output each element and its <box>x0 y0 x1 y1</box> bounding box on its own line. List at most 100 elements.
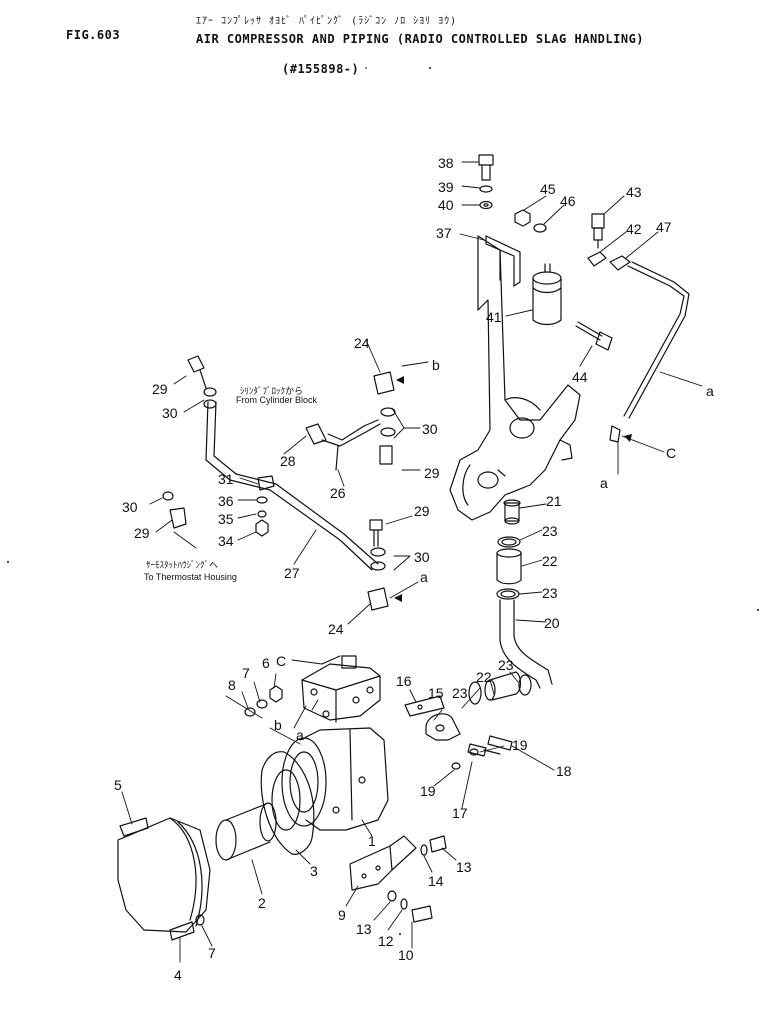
washer-30-right <box>370 547 386 557</box>
callout-17: 17 <box>452 805 468 821</box>
callout-30-d: 30 <box>414 549 430 565</box>
washer-37 <box>479 185 493 193</box>
elbow-24-upper <box>373 371 395 395</box>
callout-40: 42 <box>626 221 642 237</box>
callout-8: 8 <box>228 677 236 693</box>
elbow-24-lower <box>367 587 389 611</box>
callout-44: 46 <box>560 193 576 209</box>
callout-12: 13 <box>356 921 372 937</box>
fitting-28 <box>169 507 187 529</box>
clamp-23-lower <box>496 588 520 600</box>
callout-a-lower: a <box>296 727 304 743</box>
callout-19-a: 19 <box>512 737 528 753</box>
callout-7-a: 7 <box>242 665 250 681</box>
serial-range: (#155898-) <box>282 62 360 76</box>
callout-9: 9 <box>338 907 346 923</box>
callout-7-b: 7 <box>208 945 216 961</box>
callout-35: 37 <box>436 225 452 241</box>
pipe-20 <box>499 599 541 689</box>
nut-32 <box>255 519 269 537</box>
callout-39: 41 <box>486 309 502 325</box>
callout-33: 35 <box>218 511 234 527</box>
nut-43 <box>514 209 531 227</box>
callout-21: 21 <box>546 493 562 509</box>
washer-44 <box>533 223 547 233</box>
callout-30-c: 30 <box>422 421 438 437</box>
callout-41: 43 <box>626 184 642 200</box>
bolt-13 <box>429 835 447 853</box>
bracket-15 <box>425 713 461 741</box>
from-block-note-jp: ｼﾘﾝﾀﾞﾌﾞﾛｯｸから <box>240 386 304 396</box>
callout-13: 13 <box>456 859 472 875</box>
bolt-17 <box>467 743 487 757</box>
callout-3: 3 <box>310 863 318 879</box>
bolt-29-upper <box>379 445 393 465</box>
clamp-23-right <box>518 674 532 696</box>
callout-C-right: C <box>666 445 676 461</box>
callout-29-c: 29 <box>414 503 430 519</box>
callout-C-left: C <box>276 653 286 669</box>
callout-14: 14 <box>428 873 444 889</box>
callout-labels: 38 39 40 37 45 46 43 42 47 41 44 a a C 2… <box>114 155 714 983</box>
bolt-4 <box>169 921 195 941</box>
washer-34 <box>256 496 268 504</box>
callout-20: 20 <box>544 615 560 631</box>
washer-38 <box>479 200 493 210</box>
washer-33 <box>257 510 267 518</box>
callout-23-c: 23 <box>452 685 468 701</box>
bracket-9 <box>349 845 393 891</box>
washer-30-left <box>203 387 217 397</box>
callout-26: 27 <box>284 565 300 581</box>
callout-b-lower: b <box>274 717 282 733</box>
bolt-29-lower <box>369 519 383 531</box>
to-thermostat-note-jp: ｻｰﾓｽﾀｯﾄﾊｳｼﾞﾝｸﾞへ <box>146 560 219 570</box>
callout-47: a <box>600 475 608 491</box>
bracket-35 <box>485 235 521 287</box>
callout-1: 1 <box>368 833 376 849</box>
arrow-b-upper <box>396 376 404 384</box>
pipe-25 <box>321 419 381 471</box>
compressor-head <box>301 655 381 723</box>
nut-6 <box>269 685 283 703</box>
callout-45: 47 <box>656 219 672 235</box>
coupling-2 <box>215 802 277 861</box>
pipe-46 <box>623 265 685 417</box>
washer-7-lower <box>195 914 205 926</box>
callout-16: 16 <box>396 673 412 689</box>
elbow-47 <box>609 425 621 443</box>
callout-11: 12 <box>378 933 394 949</box>
callout-46: a <box>706 383 714 399</box>
callout-38: 40 <box>438 197 454 213</box>
elbow-45 <box>609 255 631 271</box>
callout-42: 44 <box>572 369 588 385</box>
callout-30-b: 30 <box>122 499 138 515</box>
callout-24-a: 24 <box>354 335 370 351</box>
callout-5: 5 <box>114 777 122 793</box>
figure-number: FIG.603 <box>66 28 121 42</box>
to-thermostat-note: To Thermostat Housing <box>144 572 237 582</box>
washer-11 <box>400 898 408 910</box>
callout-18: 18 <box>556 763 572 779</box>
callout-15: 15 <box>428 685 444 701</box>
callout-a-upper: a <box>420 569 428 585</box>
title-japanese: ｴｱｰ ｺﾝﾌﾟﾚｯｻ ｵﾖﾋﾞ ﾊﾟｲﾋﾟﾝｸﾞ (ﾗｼﾞｺﾝ ﾉﾛ ｼﾖﾘ … <box>196 16 458 27</box>
washer-12 <box>387 890 397 902</box>
pipe-26 <box>205 401 379 571</box>
callout-37: 39 <box>438 179 454 195</box>
washer-14 <box>420 844 428 856</box>
callout-2: 2 <box>258 895 266 911</box>
callout-b-upper: b <box>432 357 440 373</box>
callout-43: 45 <box>540 181 556 197</box>
compressor-body-1 <box>281 727 389 831</box>
fitting-41 <box>591 213 605 249</box>
connector-21 <box>503 499 521 525</box>
bolt-42 <box>575 321 613 351</box>
washer-19-a <box>469 748 479 756</box>
washer-30-lower <box>162 491 174 501</box>
callout-23-a: 23 <box>542 523 558 539</box>
callout-10: 10 <box>398 947 414 963</box>
bolt-5 <box>119 817 149 837</box>
manifold-housing <box>449 235 581 521</box>
clip-31 <box>257 475 275 491</box>
